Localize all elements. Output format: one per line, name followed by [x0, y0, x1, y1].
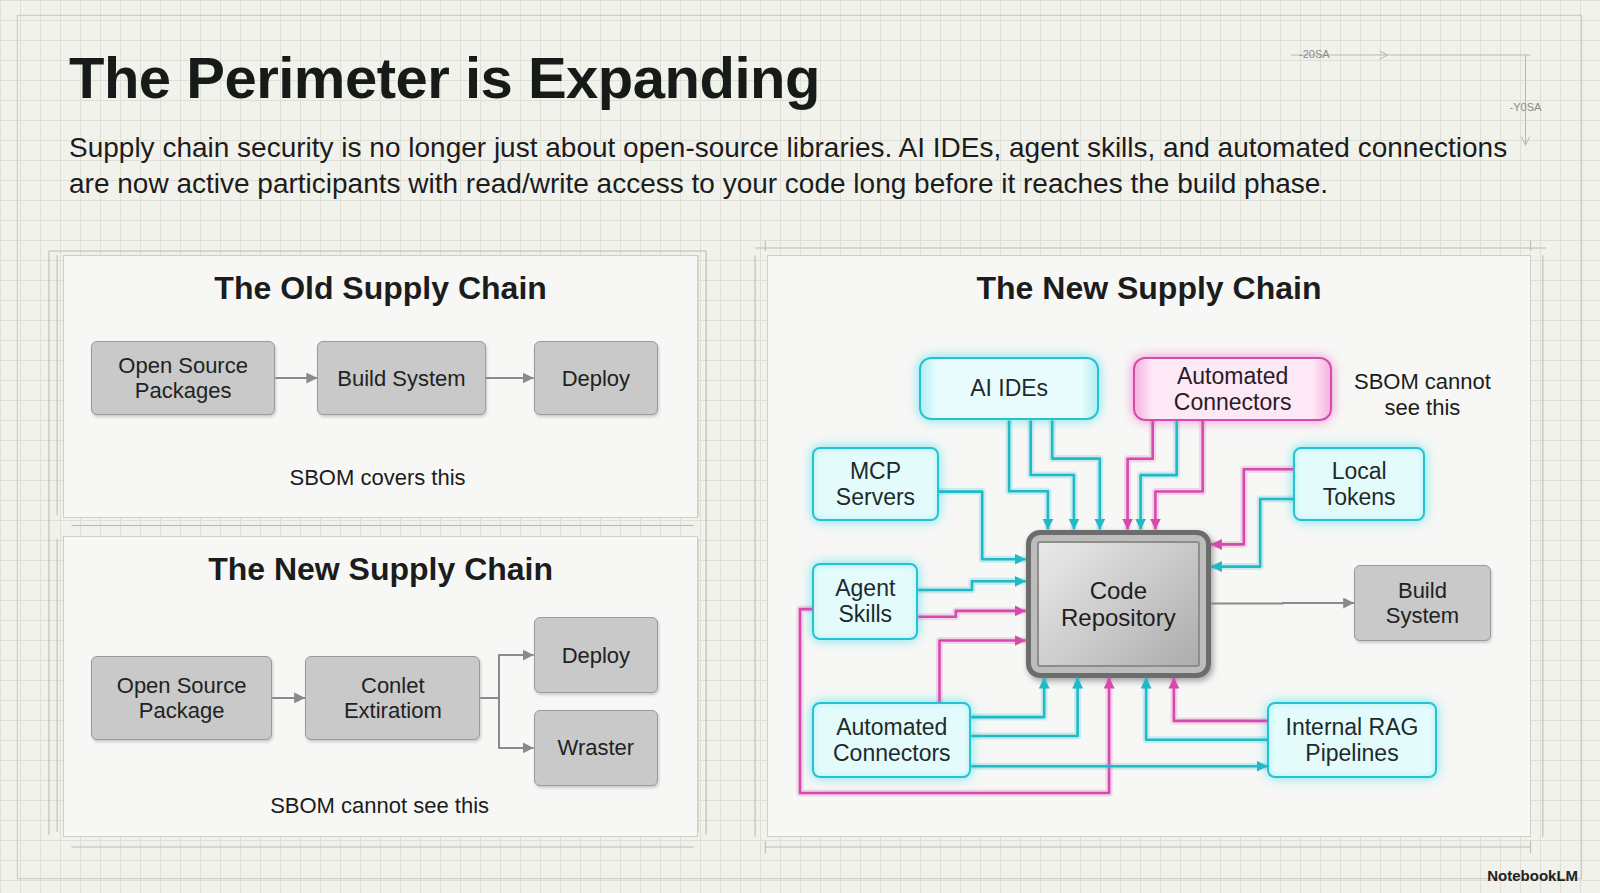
box-label: Automated Connectors — [814, 714, 969, 766]
box-label: Open Source Package — [92, 673, 271, 723]
process-box: Wraster — [534, 710, 658, 786]
source-box: MCP Servers — [812, 447, 938, 521]
dimension-label: -20SA — [1299, 48, 1330, 60]
box-label: Automated Connectors — [1135, 363, 1331, 415]
page-caption: Supply chain security is no longer just … — [69, 130, 1519, 202]
box-label: Internal RAG Pipelines — [1269, 714, 1434, 766]
source-box: Local Tokens — [1293, 447, 1425, 521]
panel-heading: The New Supply Chain — [768, 270, 1529, 307]
box-label: Agent Skills — [814, 575, 916, 627]
panel-heading: The New Supply Chain — [64, 551, 697, 588]
source-box: Agent Skills — [812, 563, 918, 640]
box-label: Build System — [1355, 578, 1489, 628]
connector-cylinder: Automated Connectors — [1133, 357, 1333, 421]
page-title: The Perimeter is Expanding — [69, 44, 820, 111]
box-label: AI IDEs — [964, 375, 1054, 402]
process-box: Build System — [317, 341, 485, 415]
box-label: Wraster — [552, 735, 641, 760]
panel: The New Supply ChainAI IDEsAutomated Con… — [767, 255, 1530, 837]
box-label: Open Source Packages — [92, 353, 274, 403]
dimension-lines — [49, 51, 1546, 853]
source-box: Internal RAG Pipelines — [1267, 702, 1436, 778]
ide-cylinder: AI IDEs — [919, 357, 1099, 420]
box-label: MCP Servers — [814, 458, 936, 510]
box-label: Build System — [331, 366, 471, 391]
process-box: Conlet Extiratiom — [305, 656, 480, 740]
watermark: NotebookLM — [1487, 867, 1578, 884]
frame — [17, 15, 1581, 878]
box-label: Local Tokens — [1295, 458, 1423, 510]
process-box: Deploy — [534, 617, 658, 693]
process-box: Deploy — [534, 341, 658, 415]
box-label: Deploy — [556, 366, 636, 391]
process-box: Open Source Packages — [91, 341, 275, 415]
box-label: Code Repository — [1031, 577, 1206, 631]
box-label: Conlet Extiratiom — [306, 673, 479, 723]
process-box: Open Source Package — [91, 656, 272, 740]
panel-heading: The Old Supply Chain — [64, 270, 697, 307]
bracket-label: SBOM cannot see this — [270, 793, 489, 819]
source-box: Automated Connectors — [812, 702, 971, 778]
box-label: Deploy — [556, 643, 636, 668]
process-box: Build System — [1354, 565, 1490, 641]
repository-box: Code Repository — [1026, 530, 1211, 678]
panel: The New Supply ChainOpen Source Package C… — [63, 536, 698, 837]
note-label: SBOM cannot see this — [1342, 369, 1502, 421]
dimension-label: -Y0SA — [1510, 101, 1542, 113]
bracket-label: SBOM covers this — [290, 465, 466, 491]
